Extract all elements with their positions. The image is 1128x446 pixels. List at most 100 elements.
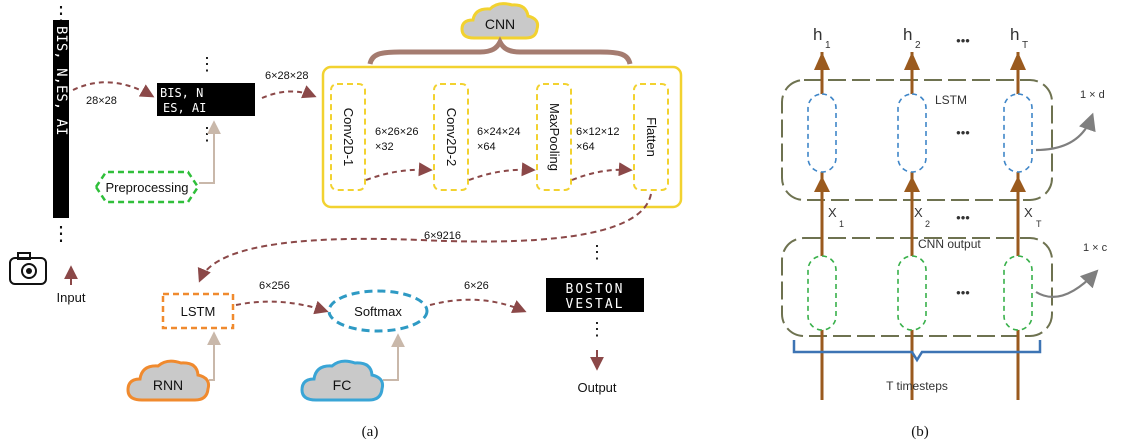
input-label: Input (57, 290, 86, 305)
output-hT-letter: h (1010, 25, 1019, 44)
cnn-brace (367, 36, 633, 65)
softmax-node: Softmax (327, 289, 429, 333)
panel-a: ⋮ ⋮ BIS, N,ES, AI 28×28 ⋮ BIS, N ES, AI … (9, 2, 683, 440)
lstm-cell-T (1003, 93, 1033, 173)
conv1-output-size-1: 6×26×26 (375, 126, 418, 138)
flatten-layer: Flatten (633, 83, 669, 191)
cnn-cell-1 (807, 255, 837, 331)
panel-b-caption: (b) (911, 424, 929, 440)
preprocessing-label: Preprocessing (105, 180, 188, 195)
output-label: Output (577, 380, 616, 395)
camera-icon (9, 252, 47, 285)
flatten-output-size-label: 6×9216 (424, 230, 461, 242)
conv2d-1-layer: Conv2D-1 (330, 83, 366, 191)
output-dots-bottom: ⋮ (588, 319, 606, 339)
rnn-cloud-label: RNN (153, 377, 183, 393)
softmax-output-size-label: 6×26 (464, 280, 489, 292)
preprocessed-patches: BIS, N ES, AI (157, 83, 255, 116)
cnn-cell-2 (897, 255, 927, 331)
lstm-dim-label: 1 × d (1080, 89, 1105, 101)
output-hT: h T (1010, 25, 1028, 51)
patches-text-bottom: ES, AI (163, 101, 206, 115)
cnn-cloud: CNN (460, 2, 540, 40)
lstm-frame (781, 79, 1053, 201)
input-xT-sub: T (1036, 219, 1042, 229)
output-h2-letter: h (903, 25, 912, 44)
arrow-rnn-to-lstm (207, 331, 221, 381)
arrow-lstm-to-softmax (235, 300, 329, 315)
output-word-1: BOSTON (566, 282, 625, 297)
output-ellipsis: ••• (956, 33, 970, 48)
conv2d-2-label: Conv2D-2 (444, 108, 459, 167)
timesteps-brace (792, 340, 1042, 363)
cnn-dim-label: 1 × c (1083, 242, 1108, 254)
panel-a-caption: (a) (362, 424, 379, 440)
patches-text-top: BIS, N (160, 86, 203, 100)
arrow-softmax-to-output (429, 298, 527, 313)
rnn-cloud: RNN (126, 359, 210, 402)
cnn-ellipsis: ••• (956, 285, 970, 300)
middle-ellipsis: ••• (956, 210, 970, 225)
maxpool-output-size-2: ×64 (576, 141, 595, 153)
maxpooling-layer: MaxPooling (536, 83, 572, 191)
output-word-2: VESTAL (566, 297, 625, 312)
cnn-output-frame (781, 237, 1053, 337)
arrow-maxpool-to-flatten (571, 162, 633, 181)
cnn-dim-arrow (1035, 269, 1099, 298)
timestep-column-1 (807, 52, 837, 400)
arrow-fc-to-softmax (383, 333, 405, 381)
arrow-input-to-patches (72, 81, 155, 98)
input-x1-sub: 1 (839, 219, 844, 229)
cnn-frame (321, 65, 683, 209)
output-h1-letter: h (813, 25, 822, 44)
input-x2: X 2 (914, 205, 930, 229)
cnn-input-size-label: 6×28×28 (265, 70, 308, 82)
lstm-node: LSTM (161, 292, 235, 330)
input-x2-letter: X (914, 205, 923, 220)
output-h1: h 1 (813, 25, 831, 51)
cnn-cloud-label: CNN (485, 16, 515, 32)
conv2d-2-layer: Conv2D-2 (433, 83, 469, 191)
input-xT: X T (1024, 205, 1042, 229)
timestep-column-T (1003, 52, 1033, 400)
input-strip-text: BIS, N,ES, AI (53, 26, 69, 136)
cnn-output-frame-label: CNN output (918, 237, 981, 251)
output-h2: h 2 (903, 25, 921, 51)
input-image-strip: BIS, N,ES, AI (53, 20, 69, 218)
output-h2-sub: 2 (915, 40, 921, 51)
output-word-image: BOSTON VESTAL (546, 278, 644, 312)
lstm-frame-label: LSTM (935, 93, 967, 107)
input-dots-top: ⋮ (51, 3, 71, 25)
cnn-cell-T (1003, 255, 1033, 331)
lstm-output-size-label: 6×256 (259, 280, 290, 292)
output-hT-sub: T (1022, 40, 1028, 51)
lstm-cell-1 (807, 93, 837, 173)
maxpooling-label: MaxPooling (547, 103, 562, 171)
output-dots-top: ⋮ (588, 242, 606, 262)
lstm-dim-arrow (1035, 112, 1096, 152)
timesteps-label: T timesteps (886, 379, 948, 393)
conv2d-1-label: Conv2D-1 (341, 108, 356, 167)
input-dots-bottom: ⋮ (51, 223, 71, 245)
input-size-label: 28×28 (86, 95, 117, 107)
fc-cloud: FC (300, 359, 384, 402)
conv1-output-size-2: ×32 (375, 141, 394, 153)
arrow-patches-to-cnn (261, 85, 317, 99)
arrow-preprocessing-to-patches (199, 120, 221, 184)
patches-dots-top: ⋮ (198, 54, 216, 74)
conv2-output-size-2: ×64 (477, 141, 496, 153)
output-h1-sub: 1 (825, 40, 831, 51)
softmax-label: Softmax (354, 304, 402, 319)
input-xT-letter: X (1024, 205, 1033, 220)
flatten-label: Flatten (644, 117, 659, 157)
conv2-output-size-1: 6×24×24 (477, 126, 520, 138)
lstm-cell-2 (897, 93, 927, 173)
lstm-ellipsis: ••• (956, 125, 970, 140)
input-x2-sub: 2 (925, 219, 930, 229)
preprocessing-node: Preprocessing (94, 170, 200, 204)
panel-b: h 1 h 2 h T ••• (781, 25, 1108, 440)
fc-cloud-label: FC (333, 377, 352, 393)
timestep-column-2 (897, 52, 927, 400)
lstm-label: LSTM (181, 304, 216, 319)
